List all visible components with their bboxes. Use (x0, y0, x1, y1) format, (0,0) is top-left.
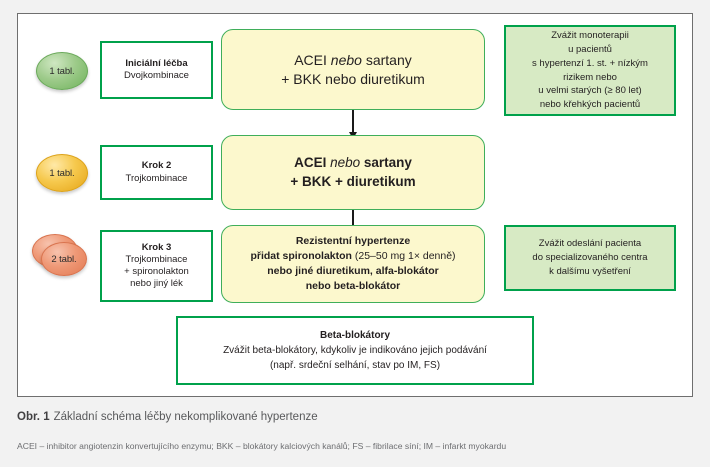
t1-b: sartany (361, 51, 412, 68)
note-line: k dalšímu vyšetření (549, 265, 631, 277)
t2-a: ACEI (294, 155, 331, 171)
treatment-box-step3: Rezistentní hypertenze přidat spironolak… (221, 225, 485, 303)
beta-blockers-line2: Zvážit beta-blokátory, kdykoliv je indik… (223, 345, 487, 356)
beta-blockers-box: Beta-blokátory Zvážit beta-blokátory, kd… (176, 316, 534, 385)
treatment-box-step2-line1: ACEI nebo sartany (290, 154, 415, 172)
treatment-box-step3-line3: nebo jiné diuretikum, alfa-blokátor (267, 265, 439, 277)
t3-a: přidat spironolakton (250, 250, 355, 263)
note-line: Zvážit odeslání pacienta (538, 238, 642, 250)
t2-italic: nebo (330, 155, 361, 171)
note-line: rizikem nebo (563, 71, 617, 83)
note-line: s hypertenzí 1. st. + nízkým (532, 57, 648, 69)
beta-blockers-line3: (např. srdeční selhání, stav po IM, FS) (269, 360, 441, 371)
step-box-3-line4: nebo jiný lék (130, 278, 183, 290)
t1-a: ACEI (294, 51, 331, 68)
treatment-box-step2-line2: + BKK + diuretikum (290, 173, 416, 189)
note-line: do specializovaného centra (532, 252, 648, 264)
step-box-1: Iniciální léčba Dvojkombinace (100, 41, 213, 99)
beta-blockers-title: Beta-blokátory (319, 330, 390, 341)
tablet-front-disc: 2 tabl. (41, 242, 87, 276)
tablet-marker-step1: 1 tabl. (36, 52, 88, 90)
treatment-box-step1: ACEI nebo sartany + BKK nebo diuretikum (221, 29, 485, 110)
tablet-marker-step3: 2 tabl. (32, 234, 92, 280)
figure-caption-text: Základní schéma léčby nekomplikované hyp… (53, 411, 318, 423)
treatment-box-step3-line4: nebo beta-blokátor (305, 279, 401, 292)
arrow-step2-to-step3-line (352, 210, 354, 229)
treatment-box-step1-line1: ACEI nebo sartany (281, 51, 425, 70)
step-box-2-subtitle: Trojkombinace (125, 172, 188, 184)
step-box-3: Krok 3 Trojkombinace + spironolakton neb… (100, 230, 213, 302)
treatment-box-step3-line1: Rezistentní hypertenze (295, 235, 411, 248)
tablet-label-step1: 1 tabl. (49, 65, 75, 77)
tablet-marker-step2: 1 tabl. (36, 154, 88, 192)
step-box-2-title: Krok 2 (141, 160, 172, 172)
tablet-label-step2: 1 tabl. (49, 167, 75, 179)
diagram-frame: 1 tabl. Iniciální léčba Dvojkombinace AC… (17, 13, 693, 397)
step-box-3-title: Krok 3 (141, 241, 172, 253)
treatment-box-step3-line2: přidat spironolakton (25–50 mg 1× denně) (250, 249, 455, 264)
figure-legend: ACEI – inhibitor angiotenzin konvertujíc… (17, 441, 507, 451)
note-line: nebo křehkých pacientů (539, 99, 641, 111)
step-box-3-subtitle: Trojkombinace (125, 253, 188, 265)
tablet-label-step3: 2 tabl. (51, 253, 77, 265)
note-box-referral: Zvážit odeslání pacienta do specializova… (504, 225, 676, 291)
t2-b: sartany (360, 155, 412, 171)
step-box-1-subtitle: Dvojkombinace (124, 70, 189, 81)
step-box-2: Krok 2 Trojkombinace (100, 145, 213, 200)
t3-reg: (25–50 mg 1× denně) (354, 250, 456, 263)
step-box-1-title: Iniciální léčba (125, 57, 188, 69)
figure-number: Obr. 1 (17, 411, 50, 423)
arrow-step1-to-step2-line (352, 110, 354, 134)
treatment-box-step1-line2: + BKK nebo diuretikum (281, 70, 425, 87)
note-box-monotherapy: Zvážit monoterapii u pacientů s hyperten… (504, 25, 676, 116)
step-box-3-line3: + spironolakton (124, 266, 189, 277)
note-line: u velmi starých (≥ 80 let) (538, 85, 642, 97)
t1-italic: nebo (330, 51, 362, 68)
note-line: Zvážit monoterapii (551, 30, 629, 42)
note-line: u pacientů (568, 43, 612, 55)
treatment-box-step2: ACEI nebo sartany + BKK + diuretikum (221, 135, 485, 210)
